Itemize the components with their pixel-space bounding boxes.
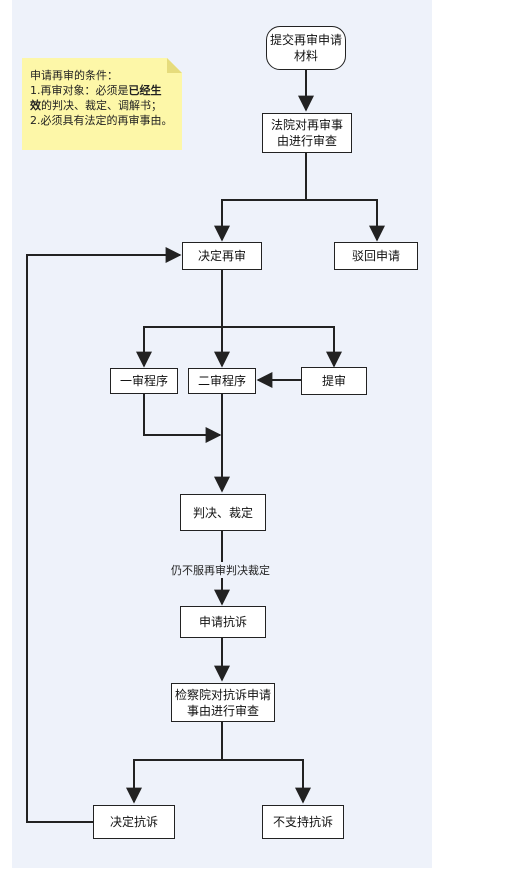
node-second-instance[interactable]: 二审程序 (188, 368, 256, 394)
note-line1-suffix: 的判决、裁定、调解书； (41, 99, 162, 112)
note-line1: 1.再审对象：必须是已经生效的判决、裁定、调解书； (30, 83, 174, 113)
node-judgment[interactable]: 判决、裁定 (180, 494, 266, 531)
node-no-protest[interactable]: 不支持抗诉 (262, 805, 344, 839)
node-first-instance[interactable]: 一审程序 (110, 368, 178, 394)
note-title: 申请再审的条件： (30, 69, 118, 82)
edge-first-merge (143, 394, 222, 443)
node-apply-protest[interactable]: 申请抗诉 (180, 606, 266, 638)
edge-procuratorate-to-noprotest (222, 759, 311, 804)
edge-review-split (214, 153, 307, 242)
edge-protest-loopback (26, 247, 182, 823)
node-submit[interactable]: 提交再审申请材料 (266, 26, 346, 70)
condition-note: 申请再审的条件： 1.再审对象：必须是已经生效的判决、裁定、调解书； 2.必须具… (22, 58, 182, 150)
node-procuratorate-review[interactable]: 检察院对抗诉申请事由进行审查 (171, 683, 275, 722)
edge-decide-to-first (136, 270, 223, 368)
edge-label-still-disagree: 仍不服再审判决裁定 (169, 562, 272, 578)
node-decide-retrial[interactable]: 决定再审 (182, 242, 262, 270)
edge-procuratorate-split (126, 722, 223, 804)
note-line1-bold-b: 效 (30, 99, 41, 112)
note-line2: 2.必须具有法定的再审事由。 (30, 114, 173, 127)
edge-review-to-reject (306, 199, 385, 242)
node-decide-protest[interactable]: 决定抗诉 (93, 805, 175, 839)
edge-decide-to-bringup (222, 326, 342, 368)
note-line1-prefix: 1.再审对象：必须是 (30, 84, 129, 97)
note-fold-corner (167, 58, 182, 73)
node-reject[interactable]: 驳回申请 (334, 242, 418, 270)
node-bring-up[interactable]: 提审 (301, 367, 367, 395)
node-court-review[interactable]: 法院对再审事由进行审查 (262, 113, 352, 153)
note-line1-bold-a: 已经生 (128, 84, 162, 97)
